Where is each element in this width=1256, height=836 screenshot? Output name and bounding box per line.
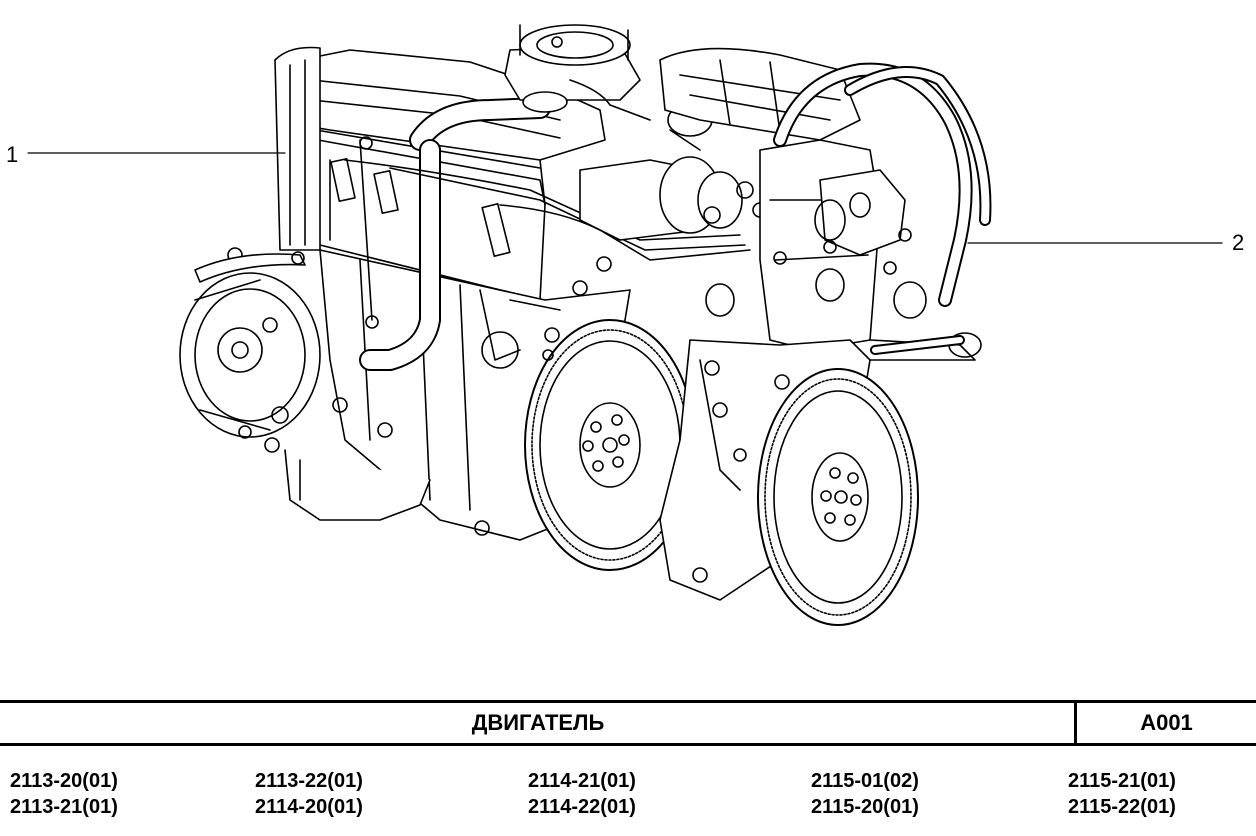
callout-2-label: 2 — [1232, 230, 1245, 255]
alternator-1 — [179, 247, 321, 453]
engine-drawing — [27, 24, 1223, 626]
model-code: 2115-22(01) — [1068, 796, 1176, 818]
callout-1-label: 1 — [6, 142, 19, 167]
model-code: 2113-20(01) — [10, 770, 118, 792]
model-list: 2113-20(01) 2113-21(01) 2113-22(01) 2114… — [0, 768, 1256, 828]
model-code: 2115-01(02) — [811, 770, 919, 792]
model-code: 2114-22(01) — [528, 796, 636, 818]
engine-1 — [179, 24, 768, 571]
model-column-3: 2114-21(01) 2114-22(01) — [528, 768, 636, 820]
model-column-4: 2115-01(02) 2115-20(01) — [811, 768, 919, 820]
model-code: 2113-21(01) — [10, 796, 118, 818]
flywheel-2 — [757, 368, 919, 626]
model-code: 2115-21(01) — [1068, 770, 1176, 792]
title-divider — [1074, 703, 1077, 743]
model-code: 2114-21(01) — [528, 770, 636, 792]
model-code: 2114-20(01) — [255, 796, 363, 818]
title-block: ДВИГАТЕЛЬ A001 — [0, 700, 1256, 746]
model-column-2: 2113-22(01) 2114-20(01) — [255, 768, 363, 820]
model-column-1: 2113-20(01) 2113-21(01) — [10, 768, 118, 820]
drawing-code: A001 — [1140, 710, 1193, 735]
model-column-5: 2115-21(01) 2115-22(01) — [1068, 768, 1176, 820]
model-code: 2115-20(01) — [811, 796, 919, 818]
engine-2 — [659, 47, 992, 626]
model-code: 2113-22(01) — [255, 770, 363, 792]
drawing-title: ДВИГАТЕЛЬ — [471, 710, 605, 735]
distributor-1 — [579, 156, 768, 241]
